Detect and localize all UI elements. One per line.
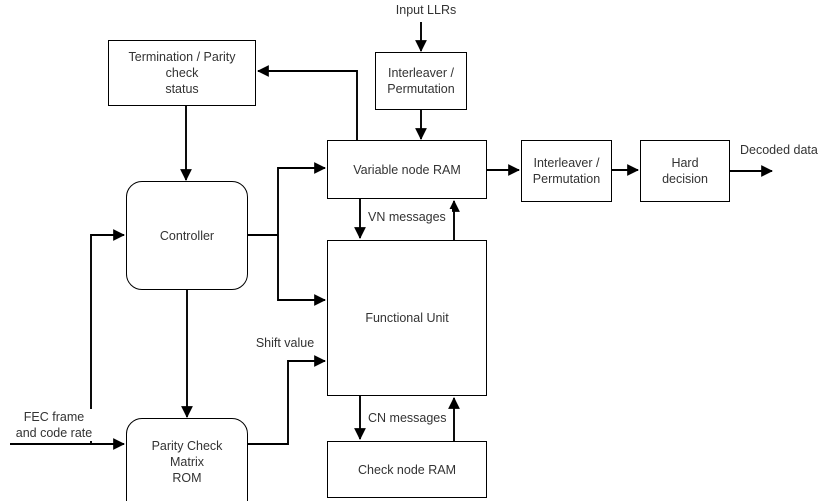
block-label: Functional Unit (365, 311, 449, 325)
wire-controller-to-functional-unit (277, 235, 326, 306)
label-fec-frame-and-code-rate: FEC frame and code rate (8, 409, 100, 441)
block-label: Check node RAM (358, 462, 456, 477)
block-interleaver-permutation-input[interactable]: Interleaver / Permutation (375, 52, 467, 110)
block-label: Controller (159, 228, 215, 243)
label-cn-messages: CN messages (366, 410, 452, 426)
block-label: Variable node RAM (353, 162, 461, 177)
wire-controller-to-vn-ram (277, 162, 326, 235)
wire-vn-ram-to-termination (257, 65, 358, 140)
block-label: Interleaver / Permutation (532, 156, 601, 186)
block-label: Parity Check Matrix ROM (151, 438, 223, 485)
block-termination-parity-check-status[interactable]: Termination / Parity check status (108, 40, 256, 106)
block-hard-decision[interactable]: Hard decision (640, 140, 730, 202)
block-label: Hard decision (662, 156, 708, 186)
label-shift-value: Shift value (248, 335, 322, 351)
block-interleaver-permutation-output[interactable]: Interleaver / Permutation (521, 140, 612, 202)
block-label: Interleaver / Permutation (387, 66, 455, 96)
label-input-llrs: Input LLRs (388, 2, 464, 18)
block-label: Termination / Parity check status (128, 50, 236, 96)
block-variable-node-ram[interactable]: Variable node RAM (327, 140, 487, 199)
block-parity-check-matrix-rom[interactable]: Parity Check Matrix ROM (126, 418, 248, 501)
label-decoded-data: Decoded data (738, 142, 823, 158)
block-controller[interactable]: Controller (126, 181, 248, 290)
block-functional-unit[interactable]: Functional Unit (327, 240, 487, 396)
wire-pcm-rom-to-functional-unit (248, 355, 326, 445)
block-check-node-ram[interactable]: Check node RAM (327, 441, 487, 498)
label-vn-messages: VN messages (366, 209, 452, 225)
